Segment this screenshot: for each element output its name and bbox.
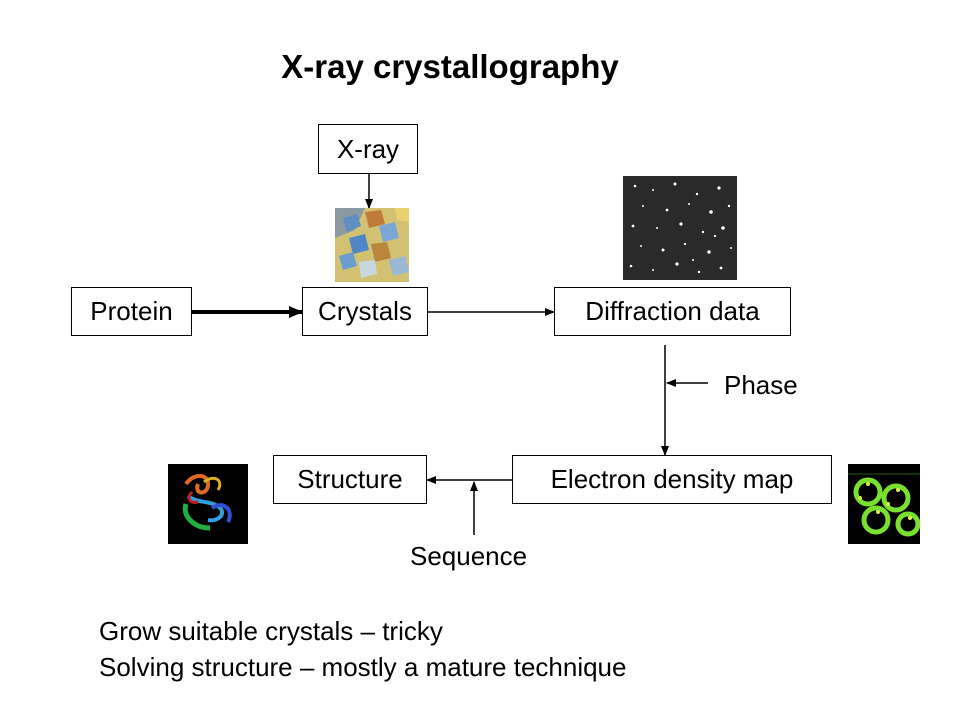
electron-density-image: [848, 464, 920, 544]
protein-box: Protein: [71, 287, 192, 336]
note-line-2: Solving structure – mostly a mature tech…: [99, 652, 627, 682]
structure-box: Structure: [273, 455, 427, 504]
diffraction-box: Diffraction data: [554, 287, 791, 336]
electron-density-box: Electron density map: [512, 455, 832, 504]
sequence-label: Sequence: [410, 541, 528, 571]
xray-box: X-ray: [318, 124, 418, 174]
crystals-box: Crystals: [302, 287, 428, 336]
crystals-image: [335, 208, 409, 282]
structure-image: [168, 464, 248, 544]
note-line-1: Grow suitable crystals – tricky: [99, 616, 443, 646]
phase-label: Phase: [724, 370, 798, 400]
diffraction-image: [623, 176, 737, 280]
page-title: X-ray crystallography: [281, 48, 619, 85]
